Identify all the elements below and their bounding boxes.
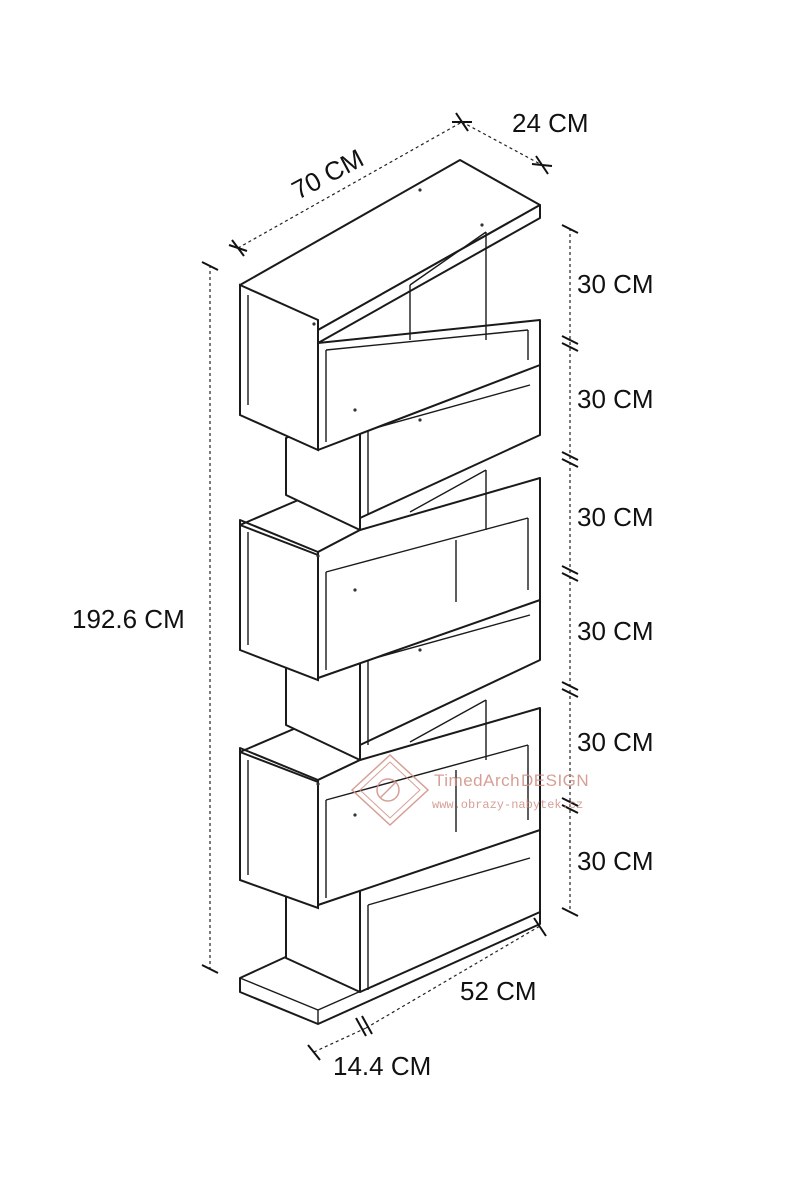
watermark-brand-part2: DESIGN — [521, 771, 589, 790]
dimension-lines — [201, 112, 579, 1061]
shelf-height-label-5: 30 CM — [577, 727, 654, 757]
watermark: TimedArch DESIGN www.obrazy-nabytek.cz — [350, 753, 589, 827]
box-top — [239, 159, 541, 452]
shelf-height-label-4: 30 CM — [577, 616, 654, 646]
base-offset-label: 14.4 CM — [333, 1051, 431, 1081]
dimension-labels: 70 CM 24 CM 192.6 CM 30 CM 30 CM 30 CM 3… — [72, 108, 654, 1081]
shelf-height-label-2: 30 CM — [577, 384, 654, 414]
watermark-brand-part1: TimedArch — [434, 771, 520, 790]
width-label: 70 CM — [287, 143, 369, 205]
shelf-height-label-1: 30 CM — [577, 269, 654, 299]
watermark-logo-icon — [350, 753, 430, 827]
height-label: 192.6 CM — [72, 604, 185, 634]
shelf-height-label-6: 30 CM — [577, 846, 654, 876]
watermark-url: www.obrazy-nabytek.cz — [432, 798, 583, 812]
depth-label: 24 CM — [512, 108, 589, 138]
base-width-label: 52 CM — [460, 976, 537, 1006]
shelf-height-label-3: 30 CM — [577, 502, 654, 532]
bookshelf-drawing — [239, 159, 541, 1025]
